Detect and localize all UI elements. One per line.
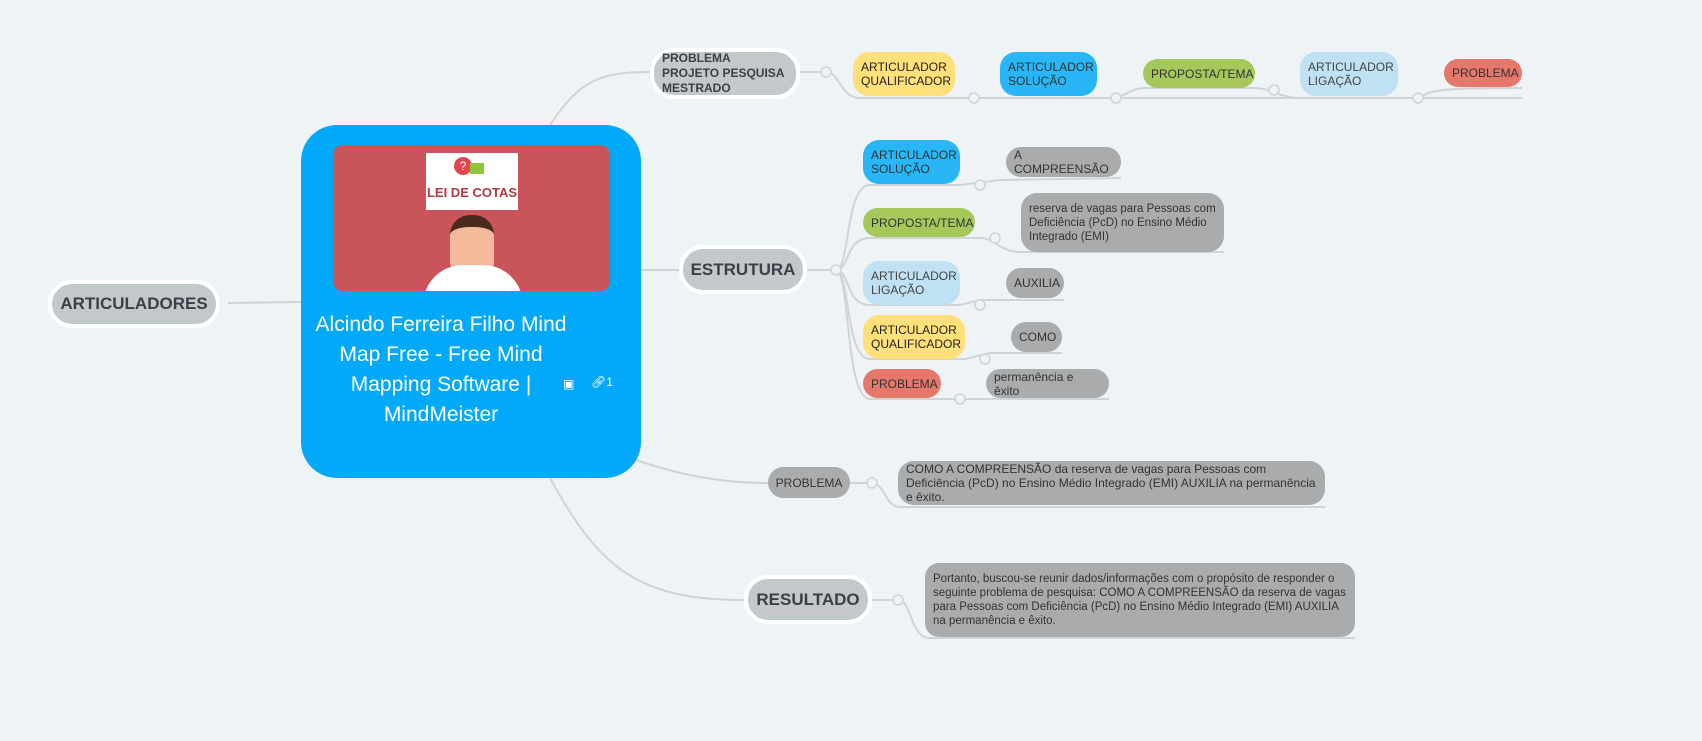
link-icon[interactable]: 🔗︎1 <box>591 375 613 389</box>
estrutura-articulador-solucao[interactable]: ARTICULADOR SOLUÇÃO <box>863 140 960 184</box>
node-label: Portanto, buscou-se reunir dados/informa… <box>933 573 1346 627</box>
node-label: PROBLEMA PROJETO PESQUISA MESTRADO <box>662 51 785 95</box>
node-label: permanência e êxito <box>994 369 1074 398</box>
question-icon: ? <box>454 157 472 175</box>
chain-articulador-solucao[interactable]: ARTICULADOR SOLUÇÃO <box>1000 52 1097 96</box>
node-label: AUXILIA <box>1014 276 1061 290</box>
node-label: ARTICULADOR LIGAÇÃO <box>1308 60 1394 88</box>
problema-projeto-node[interactable]: PROBLEMA PROJETO PESQUISA MESTRADO <box>650 48 800 99</box>
estrutura-problema[interactable]: PROBLEMA <box>863 369 941 398</box>
chain-articulador-qualificador[interactable]: ARTICULADOR QUALIFICADOR <box>853 52 955 96</box>
estrutura-proposta-tema[interactable]: PROPOSTA/TEMA <box>863 208 975 237</box>
node-label: RESULTADO <box>756 589 860 609</box>
problema-text[interactable]: COMO A COMPREENSÃO da reserva de vagas p… <box>898 461 1325 505</box>
leaf-como[interactable]: COMO <box>1011 322 1062 352</box>
node-label: ARTICULADORES <box>60 294 208 313</box>
problema-node[interactable]: PROBLEMA <box>768 467 850 498</box>
check-icon <box>470 163 484 174</box>
node-label: reserva de vagas para Pessoas com Defici… <box>1029 202 1216 243</box>
leaf-permanencia[interactable]: permanência e êxito <box>986 369 1109 398</box>
node-label: ESTRUTURA <box>690 259 796 279</box>
sign: ? LEI DE COTAS <box>426 153 518 210</box>
estrutura-node[interactable]: ESTRUTURA <box>679 245 807 294</box>
node-label: ARTICULADOR QUALIFICADOR <box>861 60 952 88</box>
node-label: PROBLEMA <box>1452 66 1519 80</box>
estrutura-articulador-ligacao[interactable]: ARTICULADOR LIGAÇÃO <box>863 261 960 305</box>
chain-problema[interactable]: PROBLEMA <box>1444 59 1522 87</box>
image-text: LEI DE COTAS <box>426 185 518 200</box>
resultado-node[interactable]: RESULTADO <box>744 575 872 624</box>
person-body <box>423 265 523 291</box>
chain-proposta-tema[interactable]: PROPOSTA/TEMA <box>1143 59 1255 88</box>
node-label: PROBLEMA <box>871 376 938 391</box>
central-title: Alcindo Ferreira Filho Mind Map Free - F… <box>315 313 567 426</box>
leaf-auxilia[interactable]: AUXILIA <box>1006 268 1064 298</box>
node-label: PROPOSTA/TEMA <box>1151 66 1254 81</box>
leaf-reserva-vagas[interactable]: reserva de vagas para Pessoas com Defici… <box>1021 193 1224 252</box>
central-topic[interactable]: ? LEI DE COTAS Alcindo Ferreira Filho Mi… <box>301 125 641 478</box>
image-icon[interactable]: ▣ <box>563 377 575 391</box>
resultado-text[interactable]: Portanto, buscou-se reunir dados/informa… <box>925 563 1355 637</box>
node-label: ARTICULADOR QUALIFICADOR <box>871 323 962 351</box>
node-label: COMO A COMPREENSÃO da reserva de vagas p… <box>906 462 1316 504</box>
articuladores-node[interactable]: ARTICULADORES <box>48 280 220 328</box>
node-label: ARTICULADOR SOLUÇÃO <box>1008 60 1094 88</box>
node-label: PROPOSTA/TEMA <box>871 215 974 230</box>
leaf-a-compreensao[interactable]: A COMPREENSÃO <box>1006 147 1121 177</box>
lei-de-cotas-image: ? LEI DE COTAS <box>333 145 610 291</box>
estrutura-articulador-qualificador[interactable]: ARTICULADOR QUALIFICADOR <box>863 315 965 359</box>
node-label: A COMPREENSÃO <box>1014 148 1109 176</box>
link-count: 1 <box>606 375 613 389</box>
chain-articulador-ligacao[interactable]: ARTICULADOR LIGAÇÃO <box>1300 52 1398 96</box>
node-label: ARTICULADOR SOLUÇÃO <box>871 148 957 176</box>
node-label: ARTICULADOR LIGAÇÃO <box>871 269 957 297</box>
node-label: PROBLEMA <box>775 475 843 490</box>
node-label: COMO <box>1019 330 1057 344</box>
